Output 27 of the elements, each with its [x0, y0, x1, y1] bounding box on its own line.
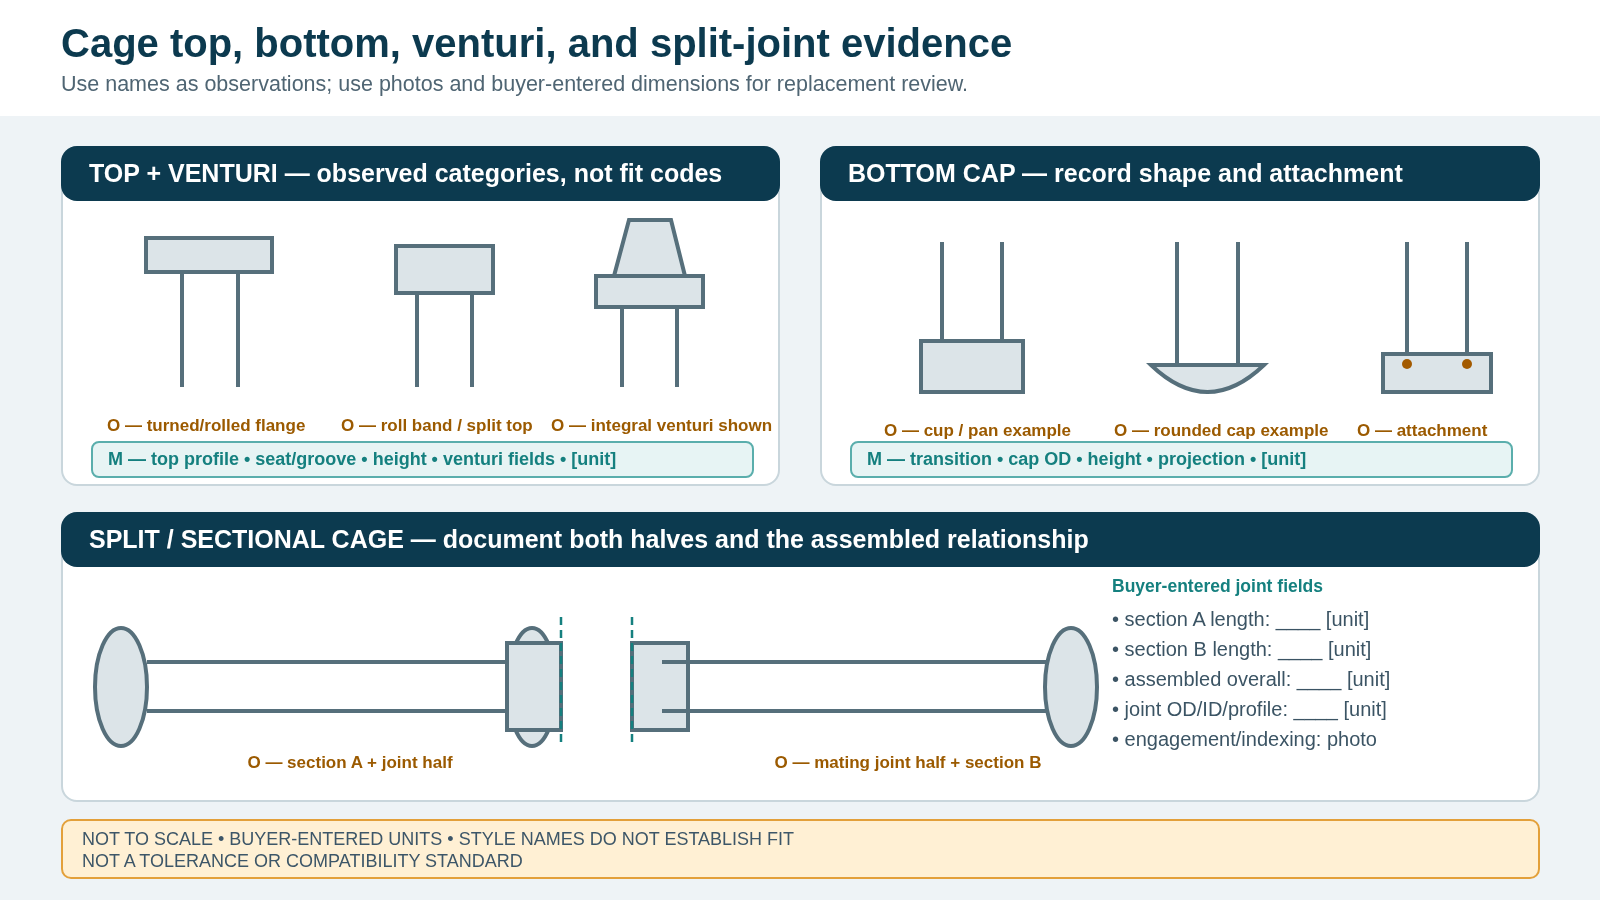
panel-card	[61, 512, 1540, 802]
measurement-note: M — transition • cap OD • height • projection • [unit]	[850, 441, 1513, 478]
warning-note-box	[61, 819, 1540, 879]
panel-header: TOP + VENTURI — observed categories, not fit codes	[61, 146, 780, 201]
panel-card	[820, 146, 1540, 486]
list-heading: Buyer-entered joint fields	[1112, 576, 1323, 596]
measurement-note: M — top profile • seat/groove • height • venturi fields • [unit]	[91, 441, 754, 478]
note-text: NOT A TOLERANCE OR COMPATIBILITY STANDARD	[82, 850, 523, 872]
list-item: • section A length: ____ [unit]	[1112, 607, 1370, 631]
page-title: Cage top, bottom, venturi, and split-joint evidence	[61, 20, 1013, 66]
drawing-caption: O — cup / pan example	[884, 421, 1072, 441]
note-text: NOT TO SCALE • BUYER-ENTERED UNITS • STYLE NAMES DO NOT ESTABLISH FIT	[82, 828, 795, 850]
drawing-caption: O — section A + joint half	[247, 753, 453, 773]
panel-header: BOTTOM CAP — record shape and attachment	[820, 146, 1540, 201]
list-item: • joint OD/ID/profile: ____ [unit]	[1112, 697, 1387, 721]
list-item: • section B length: ____ [unit]	[1112, 637, 1372, 661]
drawing-caption: O — mating joint half + section B	[774, 753, 1042, 773]
drawing-caption: O — integral venturi shown	[551, 416, 773, 436]
drawing-caption: O — turned/rolled flange	[107, 416, 306, 436]
panel-card	[61, 146, 780, 486]
drawing-caption: O — roll band / split top	[341, 416, 533, 436]
drawing-caption: O — attachment	[1357, 421, 1488, 441]
list-item: • engagement/indexing: photo	[1112, 727, 1377, 751]
drawing-caption: O — rounded cap example	[1114, 421, 1329, 441]
list-item: • assembled overall: ____ [unit]	[1112, 667, 1391, 691]
page-subtitle: Use names as observations; use photos and buyer-entered dimensions for replacement review.	[61, 71, 969, 97]
panel-header: SPLIT / SECTIONAL CAGE — document both halves and the assembled relationship	[61, 512, 1540, 567]
